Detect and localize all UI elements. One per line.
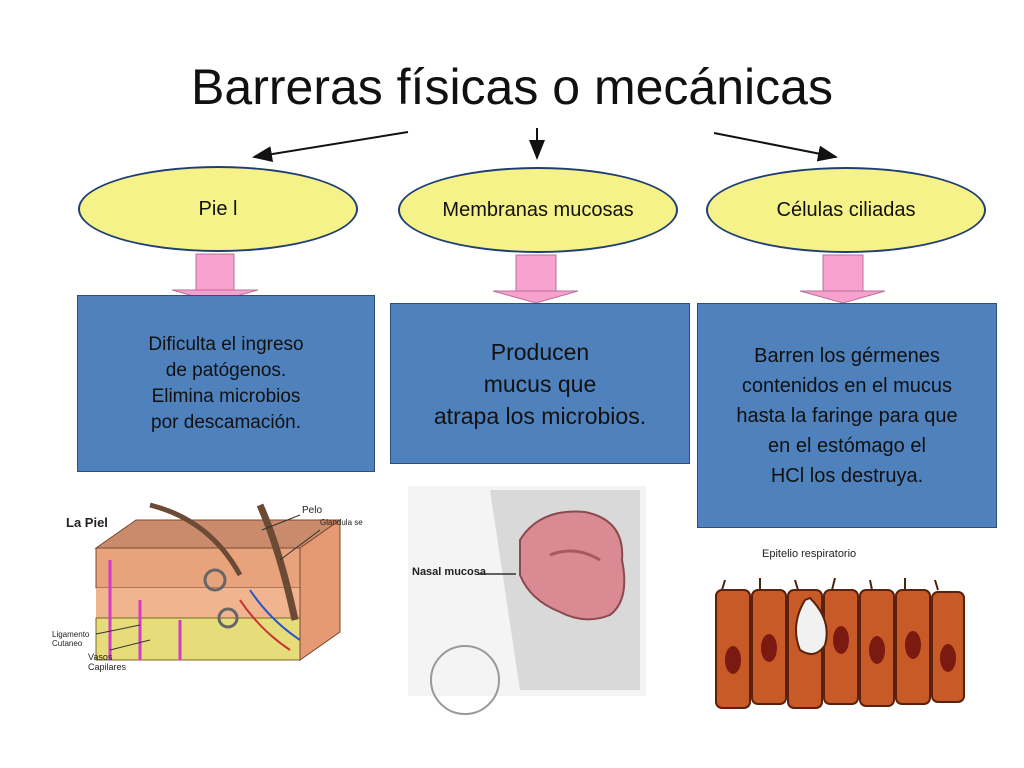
skin-title: La Piel <box>66 515 108 530</box>
box-membranas-text: Producen mucus que atrapa los microbios. <box>433 338 647 429</box>
pink-arrow-2 <box>492 254 579 304</box>
oval-piel: Pie l <box>78 166 358 252</box>
skin-label-ligamento: Ligamento Cutaneo <box>52 630 90 648</box>
skin-label-vasos: Vasos Capilares <box>88 652 127 672</box>
arrow-right <box>713 132 838 162</box>
box-piel: Dificulta el ingreso de patógenos. Elimi… <box>77 295 375 472</box>
cilia-title: Epitelio respiratorio <box>762 548 857 560</box>
skin-label-glandula: Glandula se <box>320 518 363 527</box>
box-celulas-text: Barren los gérmenes contenidos en el muc… <box>736 344 958 487</box>
arrow-left <box>252 131 409 163</box>
box-membranas: Producen mucus que atrapa los microbios. <box>390 303 690 464</box>
box-piel-text: Dificulta el ingreso de patógenos. Elimi… <box>148 333 304 433</box>
box-celulas: Barren los gérmenes contenidos en el muc… <box>697 303 997 528</box>
oval-membranas-mucosas: Membranas mucosas <box>398 167 678 253</box>
skin-label-pelo: Pelo <box>302 505 323 516</box>
pink-arrow-3 <box>799 254 886 304</box>
oval-celulas-ciliadas: Células ciliadas <box>706 167 986 253</box>
slide-title: Barreras físicas o mecánicas <box>191 59 833 115</box>
nose-label: Nasal mucosa <box>412 566 486 578</box>
